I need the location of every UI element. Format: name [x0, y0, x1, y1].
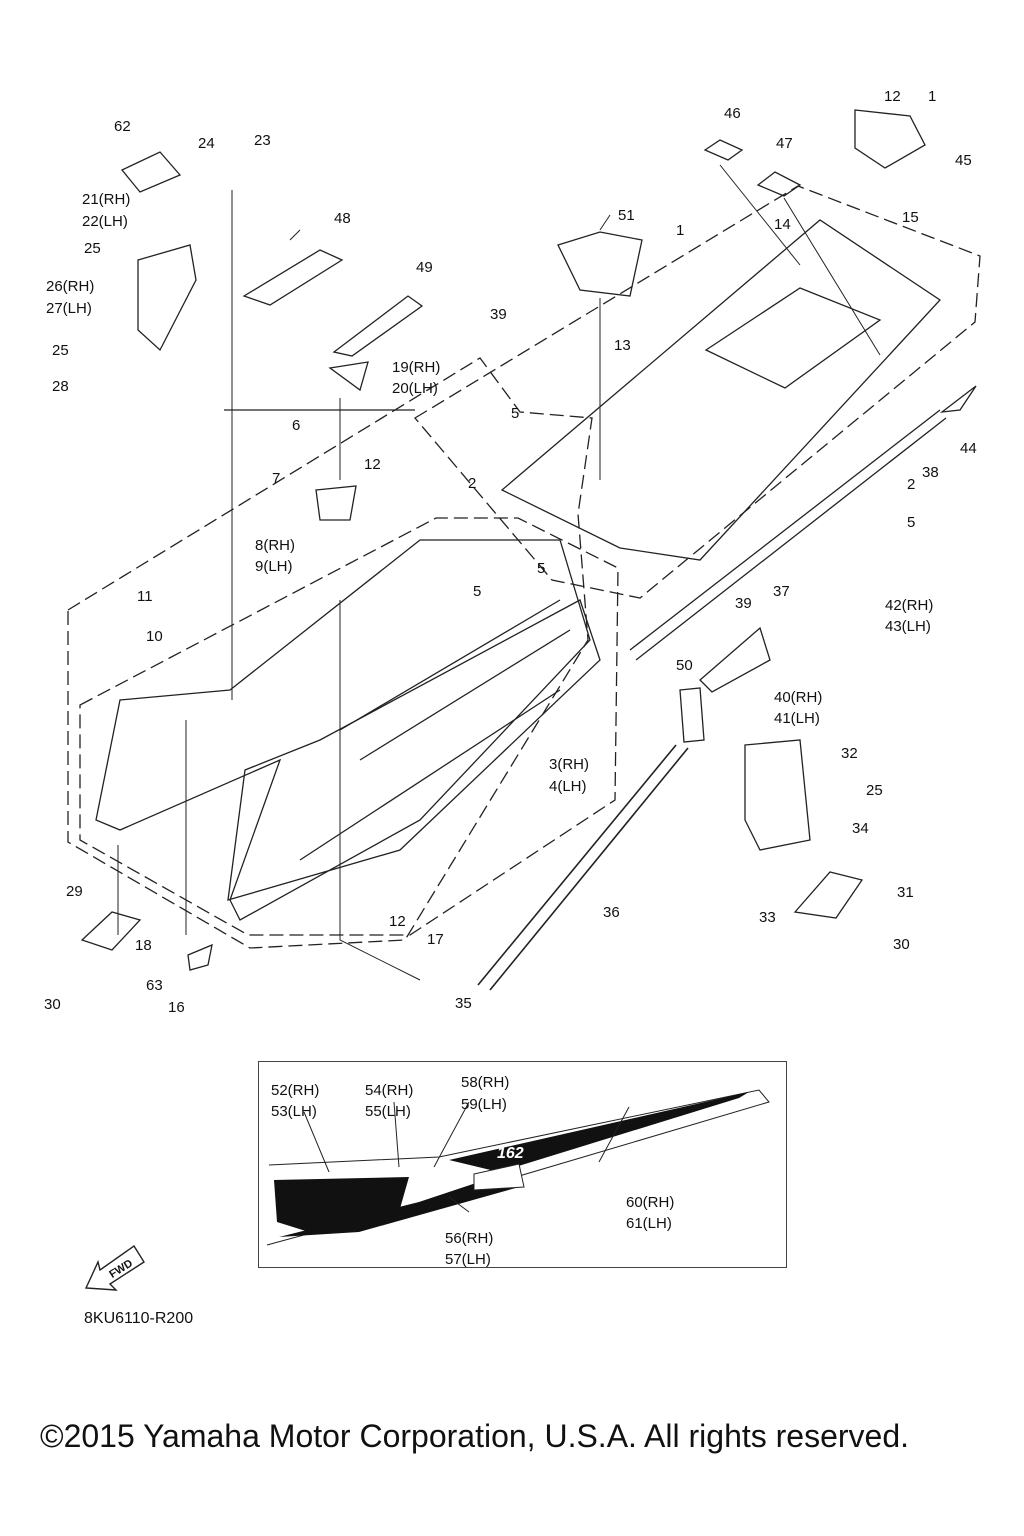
callout-40rh: 40(RH): [774, 689, 823, 706]
callout-63: 63: [146, 977, 163, 994]
callout-5c: 5: [537, 560, 546, 577]
callout-16: 16: [168, 999, 185, 1016]
callout-12b: 12: [364, 456, 381, 473]
group-outlines: [67, 185, 981, 949]
callout-53lh: 53(LH): [271, 1103, 317, 1120]
small-parts: [80, 109, 977, 971]
callout-33: 33: [759, 909, 776, 926]
callout-21rh: 21(RH): [82, 191, 131, 208]
callout-39b: 39: [735, 595, 752, 612]
tunnel-top: [500, 219, 941, 561]
callout-23: 23: [254, 132, 271, 149]
callout-28: 28: [52, 378, 69, 395]
callout-18: 18: [135, 937, 152, 954]
callout-3rh: 3(RH): [549, 756, 589, 773]
callout-25: 25: [84, 240, 101, 257]
callout-60rh: 60(RH): [626, 1194, 675, 1211]
callout-6: 6: [292, 417, 301, 434]
callout-9lh: 9(LH): [255, 558, 293, 575]
callout-48: 48: [334, 210, 351, 227]
callout-42rh: 42(RH): [885, 597, 934, 614]
callout-54rh: 54(RH): [365, 1082, 414, 1099]
callout-2: 2: [468, 475, 477, 492]
callout-15: 15: [902, 209, 919, 226]
callout-5d: 5: [473, 583, 482, 600]
callout-8rh: 8(RH): [255, 537, 295, 554]
decal-162-text: 162: [497, 1145, 524, 1162]
callout-36: 36: [603, 904, 620, 921]
callout-62: 62: [114, 118, 131, 135]
chassis-frame: [95, 539, 601, 921]
copyright-notice: ©2015 Yamaha Motor Corporation, U.S.A. A…: [40, 1418, 910, 1454]
callout-45: 45: [955, 152, 972, 169]
callout-25c: 25: [866, 782, 883, 799]
callout-31: 31: [897, 884, 914, 901]
callout-37: 37: [773, 583, 790, 600]
callout-13: 13: [614, 337, 631, 354]
callout-38: 38: [922, 464, 939, 481]
callout-51: 51: [618, 207, 635, 224]
callout-17: 17: [427, 931, 444, 948]
callout-11: 11: [137, 588, 153, 605]
callout-56rh: 56(RH): [445, 1230, 494, 1247]
callout-41lh: 41(LH): [774, 710, 820, 727]
callout-1b: 1: [676, 222, 685, 239]
callout-58rh: 58(RH): [461, 1074, 510, 1091]
callout-47: 47: [776, 135, 793, 152]
callout-26rh: 26(RH): [46, 278, 95, 295]
callout-46: 46: [724, 105, 741, 122]
callout-12: 12: [884, 88, 901, 105]
callout-57lh: 57(LH): [445, 1251, 491, 1268]
callout-44: 44: [960, 440, 977, 457]
callout-32: 32: [841, 745, 858, 762]
decal-artwork: 162: [266, 1089, 770, 1246]
callout-52rh: 52(RH): [271, 1082, 320, 1099]
callout-2b: 2: [907, 476, 916, 493]
fwd-arrow-icon: FWD: [84, 1245, 145, 1291]
callout-1: 1: [928, 88, 937, 105]
callout-4lh: 4(LH): [549, 778, 587, 795]
callout-34: 34: [852, 820, 869, 837]
callout-59lh: 59(LH): [461, 1096, 507, 1113]
callout-30: 30: [893, 936, 910, 953]
callout-35: 35: [455, 995, 472, 1012]
callout-5: 5: [511, 405, 520, 422]
decal-inset-box: 162 52(RH) 53(LH) 54(RH) 55(LH) 58(RH) 5…: [258, 1061, 787, 1268]
callout-39: 39: [490, 306, 507, 323]
callout-43lh: 43(LH): [885, 618, 931, 635]
callout-27lh: 27(LH): [46, 300, 92, 317]
callout-20lh: 20(LH): [392, 380, 438, 397]
callout-14: 14: [774, 216, 791, 233]
callout-55lh: 55(LH): [365, 1103, 411, 1120]
leader-lines: [117, 164, 881, 981]
callout-7: 7: [272, 470, 281, 487]
callout-10: 10: [146, 628, 163, 645]
callout-24: 24: [198, 135, 215, 152]
callout-61lh: 61(LH): [626, 1215, 672, 1232]
callout-50: 50: [676, 657, 693, 674]
callout-25b: 25: [52, 342, 69, 359]
callout-49: 49: [416, 259, 433, 276]
callout-30b: 30: [44, 996, 61, 1013]
callout-29: 29: [66, 883, 83, 900]
callout-5b: 5: [907, 514, 916, 531]
rails: [477, 409, 947, 991]
drawing-code: 8KU6110-R200: [84, 1310, 194, 1327]
callout-19rh: 19(RH): [392, 359, 441, 376]
callout-22lh: 22(LH): [82, 213, 128, 230]
callout-12c: 12: [389, 913, 406, 930]
